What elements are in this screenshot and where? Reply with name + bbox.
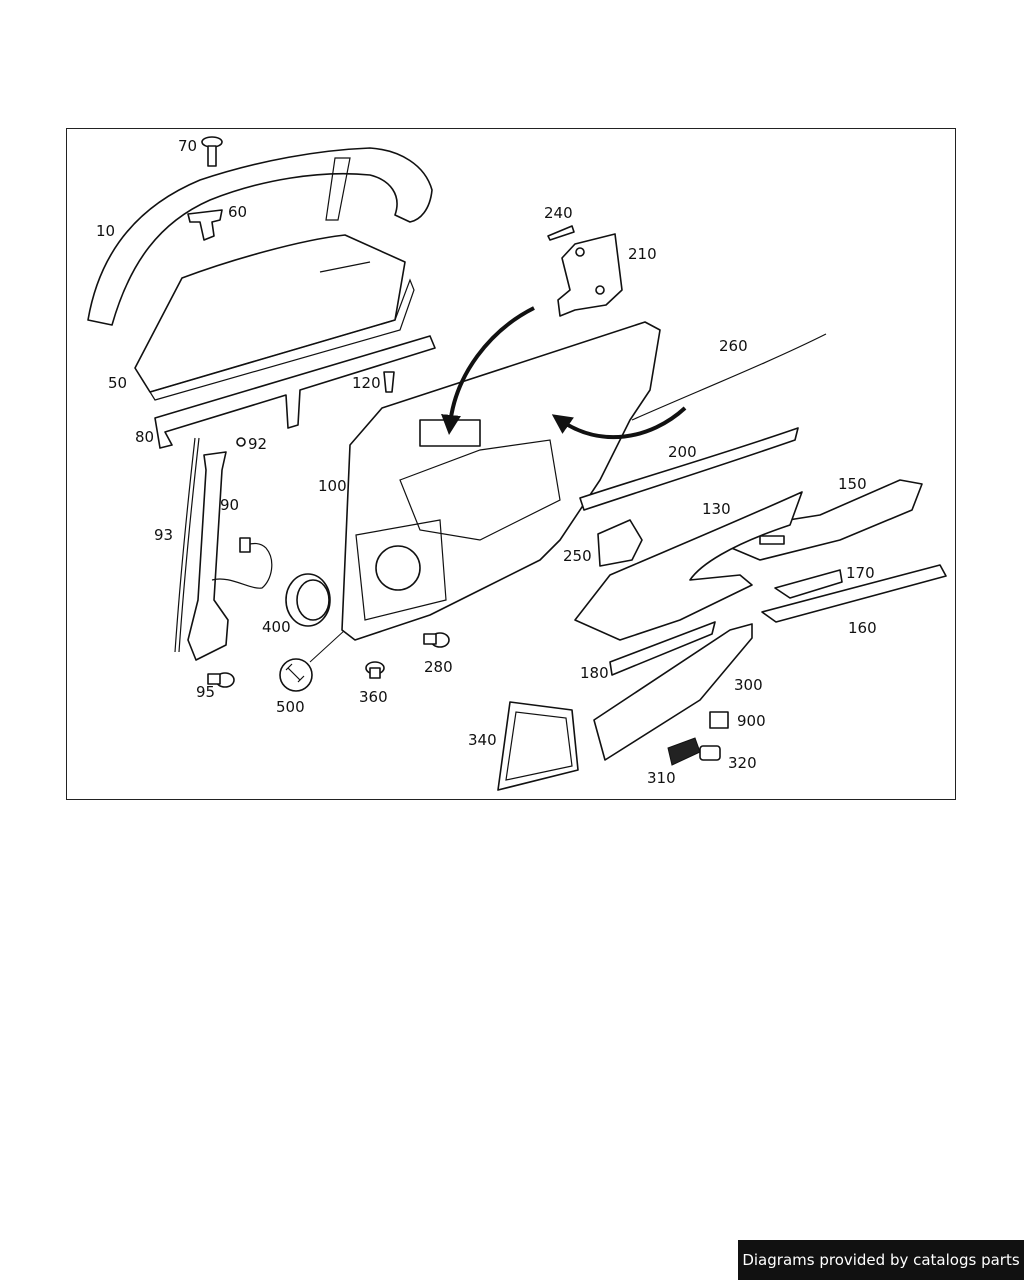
callout-label: 900 [737,712,766,730]
part-320-bulb[interactable] [699,745,721,761]
callout-label: 160 [848,619,877,637]
callout-label: 100 [318,477,347,495]
part-130-trim-panel-upper[interactable] [574,491,803,641]
callout-label: 150 [838,475,867,493]
part-280-bolt[interactable] [423,632,450,648]
part-260-cable[interactable] [631,333,827,421]
callout-label: 210 [628,245,657,263]
callout-label: 400 [262,618,291,636]
part-250-speaker-grille[interactable] [597,519,643,567]
part-170-handle[interactable] [774,569,843,599]
part-10-frame-trim[interactable] [87,147,433,326]
callout-label: 320 [728,754,757,772]
part-100-door-inner-panel[interactable] [341,321,661,641]
callout-label: 92 [248,435,267,453]
part-900-connector[interactable] [709,711,729,729]
callout-label: 500 [276,698,305,716]
callout-label: 10 [96,222,115,240]
callout-label: 310 [647,769,676,787]
callout-label: 120 [352,374,381,392]
callout-label: 70 [178,137,197,155]
assembly-arrows [441,306,687,440]
callout-label: 300 [734,676,763,694]
callout-label: 260 [719,337,748,355]
callout-label: 130 [702,500,731,518]
callout-labels: 70 60 10 240 210 50 120 260 80 92 200 15… [96,137,877,787]
callout-label: 180 [580,664,609,682]
footer-credit-banner: Diagrams provided by catalogs parts [738,1240,1024,1280]
part-60-clip[interactable] [187,209,223,241]
part-200-belt-molding[interactable] [579,427,799,511]
part-80-window-rail[interactable] [154,335,436,449]
part-93-guide-rail[interactable] [174,437,200,653]
part-340-window-frame-piece[interactable] [497,701,579,791]
part-400-grommet[interactable] [285,573,331,627]
part-360-clip[interactable] [365,661,385,679]
part-210-bracket[interactable] [557,233,623,317]
callout-label: 360 [359,688,388,706]
part-240-screw[interactable] [547,225,575,241]
callout-label: 250 [563,547,592,565]
part-90-window-regulator[interactable] [187,451,273,661]
callout-label: 340 [468,731,497,749]
part-160-strip[interactable] [761,564,947,623]
callout-label: 50 [108,374,127,392]
callout-label: 170 [846,564,875,582]
part-500-tool-symbol [279,629,346,692]
callout-label: 93 [154,526,173,544]
callout-label: 60 [228,203,247,221]
callout-label: 95 [196,683,215,701]
callout-label: 80 [135,428,154,446]
part-95-bolt[interactable] [207,672,235,688]
callout-label: 280 [424,658,453,676]
part-70-screw[interactable] [201,136,223,167]
callout-label: 240 [544,204,573,222]
part-92-clip[interactable] [236,437,246,447]
callout-label: 90 [220,496,239,514]
part-310-switch[interactable] [667,737,701,766]
part-300-lower-door-trim[interactable] [593,623,753,761]
callout-label: 200 [668,443,697,461]
part-180-lower-strip[interactable] [609,621,716,676]
part-120-clip[interactable] [383,371,395,393]
part-50-window-glass[interactable] [134,234,415,401]
